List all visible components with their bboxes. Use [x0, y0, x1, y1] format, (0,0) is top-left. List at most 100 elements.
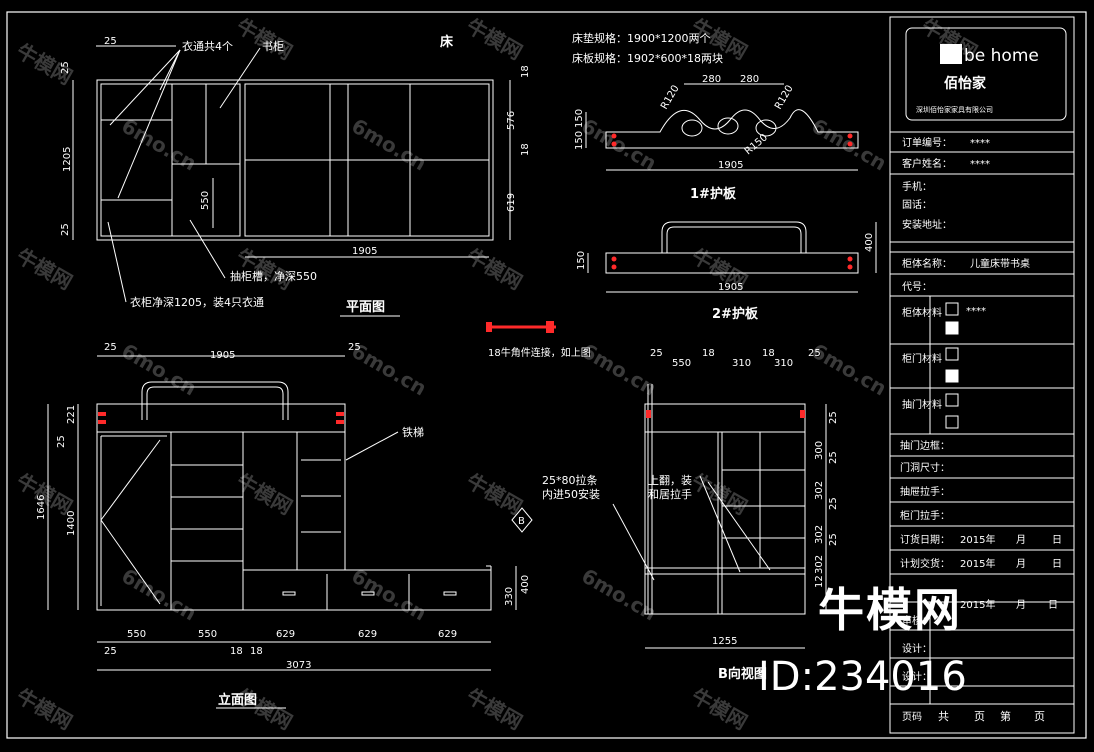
- tb-page: 页: [974, 710, 985, 723]
- tb-material-body-value: ****: [966, 306, 986, 317]
- tb-date-day: 日: [1052, 535, 1062, 546]
- tb-cabinet-label: 柜体名称：: [902, 257, 952, 270]
- tb-material-body: 柜体材料: [902, 306, 942, 319]
- plan-callout-rails: 衣通共4个: [182, 39, 233, 53]
- elevation-callout-ladder: 铁梯: [402, 426, 424, 439]
- section-marker: B: [511, 507, 533, 533]
- guard2-rail: [661, 221, 807, 253]
- plan-dim: 25: [104, 36, 117, 47]
- svg-text:佰怡家: 佰怡家: [944, 75, 987, 92]
- elevation-dim: 629: [438, 629, 457, 640]
- viewb-dim: 302: [814, 481, 825, 500]
- guard1-hardware: [611, 133, 853, 147]
- elevation-top-board: [96, 403, 346, 433]
- elevation-dim: 629: [358, 629, 377, 640]
- plan-dim: 25: [60, 61, 71, 74]
- watermark-text: 牛模网: [463, 14, 527, 65]
- logo-mark-icon: [940, 44, 962, 64]
- guard2-board: [605, 252, 859, 274]
- guard1-outline: [605, 109, 859, 149]
- elevation-dim: 1400: [66, 511, 77, 536]
- svg-text:be home: be home: [964, 46, 1039, 66]
- elevation-dim: 25: [104, 646, 117, 657]
- tb-date-year: 2015年: [960, 557, 995, 570]
- elevation-dim: 330: [504, 587, 515, 606]
- watermark-url: 6mo.cn: [118, 114, 201, 176]
- plan-callout-bookcase: 书柜: [262, 40, 284, 53]
- viewb-dim: 25: [650, 348, 663, 359]
- plan-callout-drawer: 抽柜槽，净深550: [230, 269, 317, 283]
- tb-sign: 设计：: [902, 670, 932, 683]
- plan-title: 平面图: [346, 300, 385, 315]
- guard1-dim: 280: [740, 74, 759, 85]
- watermark-text: 牛模网: [233, 244, 297, 295]
- watermark-text: 牛模网: [463, 244, 527, 295]
- tb-material-drawer: 抽门材料: [902, 398, 942, 411]
- tb-address-label: 安装地址：: [902, 218, 952, 231]
- tb-nth: 第: [1000, 709, 1011, 723]
- elevation-dim: 550: [127, 629, 146, 640]
- watermark-text: 牛模网: [233, 684, 297, 735]
- watermark-url: 6mo.cn: [348, 114, 431, 176]
- plan-dim: 18: [520, 143, 531, 156]
- elevation-dim: 629: [276, 629, 295, 640]
- guard1-dim: R120: [773, 83, 796, 111]
- tb-date-month: 月: [1016, 534, 1026, 546]
- spec-board: 床板规格：1902*600*18两块: [572, 51, 723, 65]
- viewb-dim: 302: [814, 525, 825, 544]
- view-b: [612, 384, 827, 649]
- viewb-dim: 25: [828, 533, 839, 546]
- tb-page-label: 页码: [902, 711, 922, 723]
- elevation-dim: 18: [250, 646, 263, 657]
- tb-row2: 柜门拉手：: [900, 509, 950, 522]
- tb-row2: 抽屉拉手：: [900, 485, 950, 498]
- elevation-dim: 25: [104, 342, 117, 353]
- guard1-dim: 150: [574, 109, 585, 128]
- elevation-dim: 221: [66, 405, 77, 424]
- viewb-dim: 18: [702, 348, 715, 359]
- tb-date-label: 计划交货：: [900, 557, 950, 570]
- svg-text:B: B: [518, 516, 525, 527]
- guard2-dim: 400: [864, 233, 875, 252]
- tb-material-door: 柜门材料: [902, 352, 942, 365]
- brand-box: [905, 27, 1067, 121]
- watermark-text: 牛模网: [233, 469, 297, 520]
- tb-customer-label: 客户姓名：: [902, 157, 952, 170]
- viewb-dim: 310: [774, 358, 793, 369]
- guard2-title: 2#护板: [712, 306, 759, 322]
- brand-logo: be home 佰怡家 深圳佰怡家家具有限公司: [916, 44, 1039, 114]
- bolt-detail: [486, 321, 556, 333]
- tb-row2: 抽门边框：: [900, 439, 950, 452]
- elevation-view: [47, 355, 517, 709]
- plan-view: [72, 45, 511, 317]
- elevation-dim: 3073: [286, 660, 311, 671]
- viewb-dim: 300: [814, 441, 825, 460]
- elevation-title: 立面图: [218, 692, 257, 708]
- plan-dim: 18: [520, 65, 531, 78]
- tb-page2: 页: [1034, 710, 1045, 723]
- viewb-dim: 18: [762, 348, 775, 359]
- guard1-dim: R150: [743, 132, 770, 157]
- drawing-frame: [6, 11, 1087, 739]
- tb-customer-value: ****: [970, 159, 990, 170]
- spec-mattress: 床垫规格：1900*1200两个: [572, 31, 711, 45]
- watermark-text: 牛模网: [463, 684, 527, 735]
- tb-date-day: 日: [1048, 600, 1058, 611]
- viewb-callout-strip: 25*80拉条内进50安装: [542, 473, 600, 501]
- elevation-hardware: [98, 412, 344, 424]
- guard1-dim: 1905: [718, 160, 743, 171]
- plan-dim: 1205: [62, 147, 73, 172]
- plan-callout-depth: 衣柜净深1205，装4只衣通: [130, 295, 264, 309]
- guard1-dim: 280: [702, 74, 721, 85]
- tb-phone-label: 固话：: [902, 199, 932, 211]
- drawing-title: 床: [440, 34, 454, 50]
- viewb-dim: 1255: [712, 636, 737, 647]
- title-block: [889, 16, 1075, 734]
- watermark-big: 牛模网: [818, 583, 962, 637]
- viewb-body: [644, 431, 806, 615]
- tb-total: 共: [938, 710, 949, 723]
- elevation-rail: [141, 381, 289, 420]
- plan-dim: 576: [506, 111, 517, 130]
- elevation-ladder: [296, 431, 346, 571]
